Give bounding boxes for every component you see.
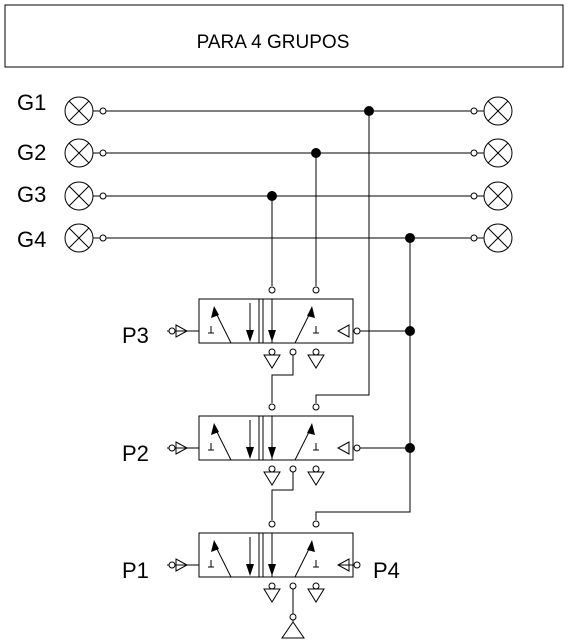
pilot-arrow-icon <box>175 441 189 455</box>
valve-label-p2: P2 <box>122 441 149 466</box>
pilot-arrow-icon <box>336 441 350 455</box>
valve-p1 <box>167 520 361 603</box>
exhaust-triangle-icon <box>307 588 325 603</box>
valve-label-p3: P3 <box>122 323 149 348</box>
junction-dot <box>405 443 415 453</box>
exhaust-triangle-icon <box>263 588 281 603</box>
valve-p3 <box>167 286 361 369</box>
lamp-icon <box>483 181 513 211</box>
exhaust-triangle-icon <box>263 354 281 369</box>
lamp-icon <box>64 223 94 253</box>
exhaust-triangle-icon <box>307 471 325 486</box>
group-lines <box>93 107 484 242</box>
title-box: PARA 4 GRUPOS <box>4 4 564 68</box>
pilot-arrow-icon <box>336 324 350 338</box>
pilot-arrow-icon <box>175 324 189 338</box>
group-label-g3: G3 <box>17 182 46 207</box>
group-label-g1: G1 <box>17 90 46 115</box>
pilot-arrow-icon <box>336 558 350 572</box>
lamp-icon <box>64 96 94 126</box>
lamp-icon <box>483 223 513 253</box>
junction-dot <box>405 326 415 336</box>
group-label-g2: G2 <box>17 140 46 165</box>
lamp-icon <box>483 138 513 168</box>
page-title: PARA 4 GRUPOS <box>197 32 350 53</box>
valve-p2 <box>167 403 361 486</box>
lamp-icon <box>64 181 94 211</box>
port-label-p4: P4 <box>373 558 400 583</box>
valve-label-p1: P1 <box>122 558 149 583</box>
group-label-g4: G4 <box>17 227 46 252</box>
connection-lines <box>271 111 411 622</box>
exhaust-triangle-icon <box>263 471 281 486</box>
pilot-arrow-icon <box>175 558 189 572</box>
lamp-icon <box>64 138 94 168</box>
exhaust-triangle-icon <box>307 354 325 369</box>
pressure-source-icon <box>281 613 305 639</box>
lamp-icon <box>483 96 513 126</box>
